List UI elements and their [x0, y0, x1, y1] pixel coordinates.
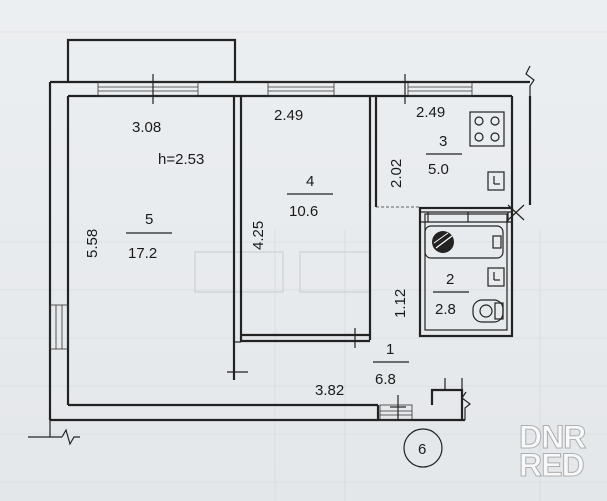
room3-number: 3: [439, 133, 447, 150]
room2-area: 2.8: [435, 301, 456, 318]
room1-number: 1: [386, 341, 394, 358]
washbasin-icon: [487, 267, 505, 287]
room5-number: 5: [145, 211, 153, 228]
ceiling-height-label: h=2.53: [158, 151, 204, 168]
background-grid: [0, 31, 607, 501]
apartment-number: 6: [418, 441, 426, 458]
room3-area: 5.0: [428, 161, 449, 178]
dnr-red-watermark: DNR RED: [519, 419, 595, 483]
room4-area: 10.6: [289, 203, 318, 220]
watermark-line-2: RED: [519, 447, 586, 483]
room4-length-label: 4.25: [250, 221, 267, 250]
watermark-line-1: DNR: [519, 419, 587, 455]
kitchen-stove-icon: [469, 111, 505, 147]
dimension-ticks: [152, 74, 406, 380]
room5-area: 17.2: [128, 245, 157, 262]
interior-walls: [227, 96, 525, 420]
room1-area: 6.8: [375, 371, 396, 388]
balcony: [66, 38, 237, 82]
kitchen-width-label: 2.49: [416, 104, 445, 121]
toilet-icon: [472, 299, 504, 323]
hall-width-label: 1.12: [392, 289, 409, 318]
bathtub-icon: [424, 225, 504, 259]
room5-width-label: 3.08: [132, 119, 161, 136]
hall-length-label: 3.82: [315, 382, 344, 399]
kitchen-sink-icon: [487, 171, 505, 191]
windows: [49, 81, 473, 421]
room5-length-label: 5.58: [84, 229, 101, 258]
kitchen-length-label: 2.02: [388, 159, 405, 188]
room4-number: 4: [306, 173, 314, 190]
room2-number: 2: [446, 271, 454, 288]
room4-width-label: 2.49: [274, 107, 303, 124]
apartment-number-marker: [403, 428, 443, 468]
